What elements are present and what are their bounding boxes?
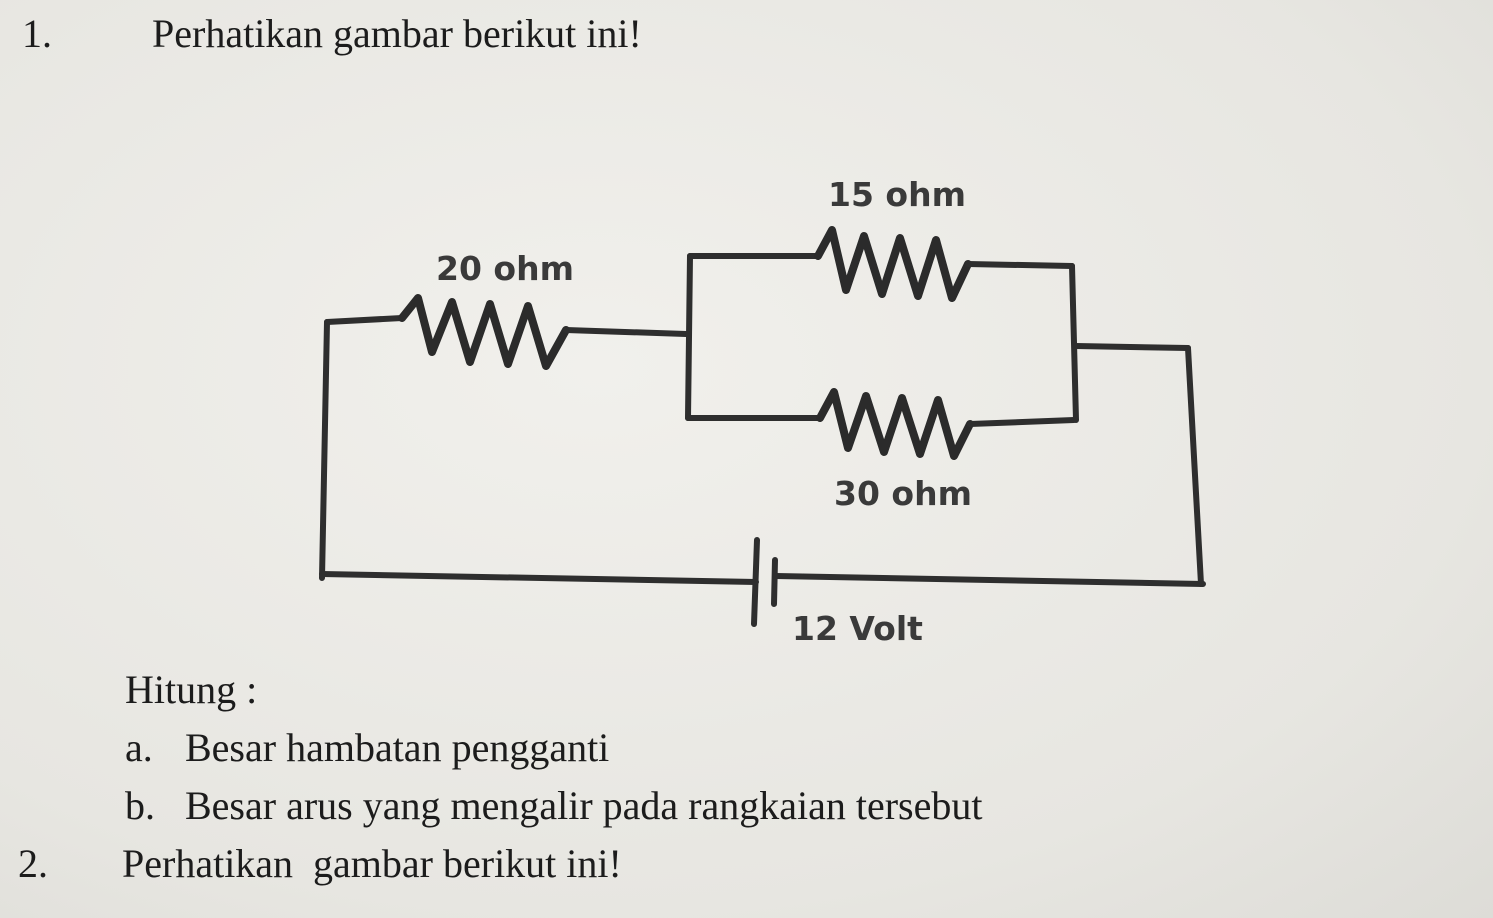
wire-parallel-left: [685, 253, 693, 421]
resistor-30-ohm-label: 30 ohm: [834, 474, 972, 513]
task-a: a. Besar hambatan pengganti: [125, 728, 609, 768]
tasks-heading: Hitung :: [125, 667, 258, 712]
task-b-text: Besar arus yang mengalir pada rangkaian …: [185, 783, 983, 828]
wire-bottom-right: [773, 573, 1206, 587]
question-1-prompt: Perhatikan gambar berikut ini!: [152, 11, 642, 56]
resistor-20-ohm: [398, 294, 570, 370]
wire-bottom-branch-right: [967, 417, 1077, 427]
wire-parallel-right: [1069, 263, 1079, 423]
battery-short-plate: [771, 557, 778, 607]
resistor-15-ohm-label: 15 ohm: [828, 175, 966, 214]
wire-after-r1: [563, 327, 689, 337]
question-1-number: 1.: [22, 11, 52, 56]
wire-left-top: [324, 315, 405, 325]
wire-left-side: [319, 319, 330, 581]
question-2-prompt: Perhatikan gambar berikut ini!: [122, 841, 622, 886]
wire-right-top: [1073, 343, 1191, 351]
task-a-text: Besar hambatan pengganti: [185, 725, 610, 770]
resistor-20-ohm-label: 20 ohm: [436, 249, 574, 288]
wire-bottom-left: [319, 571, 759, 585]
task-a-letter: a.: [125, 725, 153, 770]
battery-label: 12 Volt: [792, 609, 923, 648]
task-b: b. Besar arus yang mengalir pada rangkaia…: [125, 786, 982, 826]
question-2: 2. Perhatikan gambar berikut ini!: [18, 844, 622, 884]
resistor-15-ohm: [814, 226, 972, 302]
wire-top-branch-right: [965, 261, 1075, 269]
wire-right-side: [1185, 345, 1204, 587]
question-2-number: 2.: [18, 841, 48, 886]
question-1: 1. Perhatikan gambar berikut ini!: [22, 14, 642, 54]
task-b-letter: b.: [125, 783, 155, 828]
resistor-30-ohm: [816, 388, 974, 460]
battery-long-plate: [751, 537, 760, 627]
